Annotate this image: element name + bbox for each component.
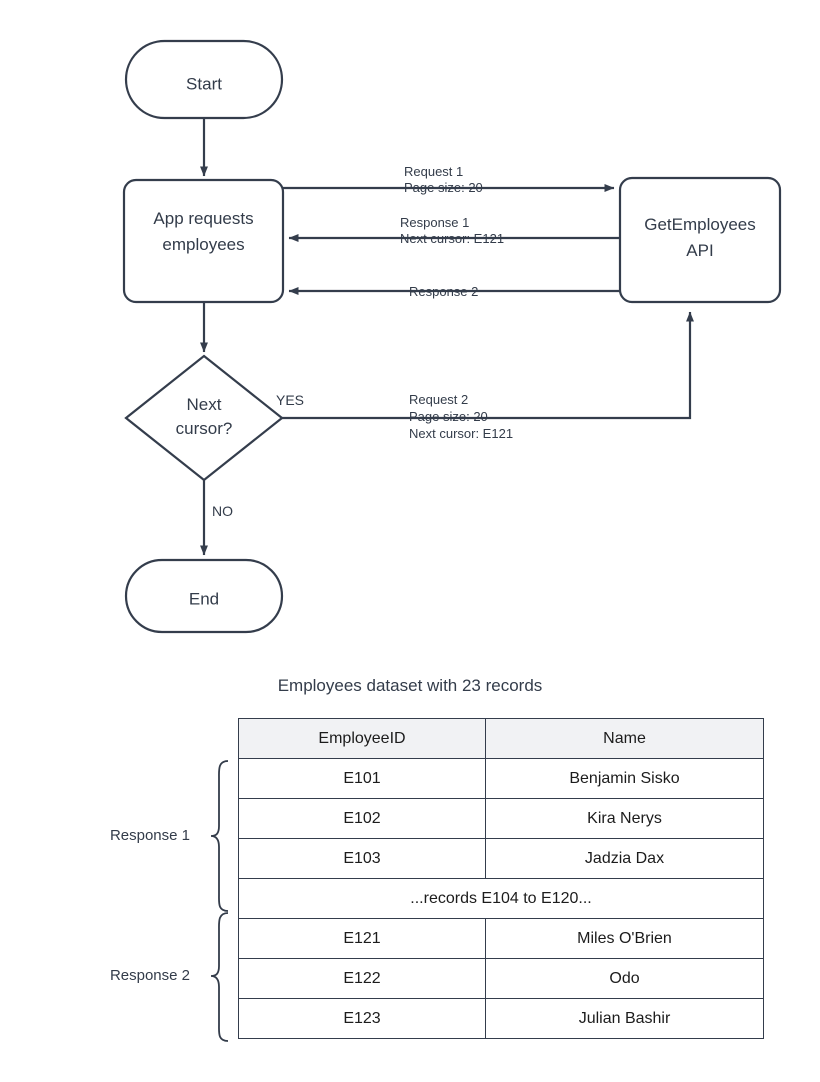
node-app-label-line1: App requests xyxy=(153,209,253,228)
column-header-name: Name xyxy=(485,718,764,759)
edge-request-2-label-line1: Request 2 xyxy=(409,392,468,407)
brace-response-1 xyxy=(210,760,229,912)
cell-name: Kira Nerys xyxy=(485,798,764,839)
node-app-label-line2: employees xyxy=(162,235,244,254)
table-row: E121 Miles O'Brien xyxy=(238,918,764,959)
edge-request-2-label-line2: Page size: 20 xyxy=(409,409,488,424)
table-row: E103 Jadzia Dax xyxy=(238,838,764,879)
cell-name: Jadzia Dax xyxy=(485,838,764,879)
table-row: E102 Kira Nerys xyxy=(238,798,764,839)
edge-response-2-label: Response 2 xyxy=(409,284,478,299)
node-getemployees-api[interactable]: GetEmployees API xyxy=(618,176,782,304)
node-api-label-line1: GetEmployees xyxy=(644,215,756,234)
employees-table: EmployeeID Name E101 Benjamin Sisko E102… xyxy=(238,718,764,1039)
edge-response-1-label-line1: Response 1 xyxy=(400,215,469,230)
cell-employeeid: E101 xyxy=(238,758,486,799)
column-header-employeeid: EmployeeID xyxy=(238,718,486,759)
cell-employeeid: E102 xyxy=(238,798,486,839)
node-end[interactable]: End xyxy=(124,558,284,634)
table-row-ellipsis: ...records E104 to E120... xyxy=(238,878,764,919)
brace-label-response-2: Response 2 xyxy=(109,967,190,984)
brace-response-2 xyxy=(210,912,229,1042)
edge-request-2 xyxy=(282,311,694,420)
node-start[interactable]: Start xyxy=(124,39,284,120)
cell-employeeid: E103 xyxy=(238,838,486,879)
cell-employeeid: E122 xyxy=(238,958,486,999)
edge-request-1-label-line1: Request 1 xyxy=(404,164,463,179)
node-next-cursor-decision[interactable]: Next cursor? xyxy=(124,354,284,482)
edge-request-2-label-line3: Next cursor: E121 xyxy=(409,426,513,441)
node-api-label-line2: API xyxy=(686,241,713,260)
cell-name: Benjamin Sisko xyxy=(485,758,764,799)
node-app-requests-employees[interactable]: App requests employees xyxy=(122,178,285,304)
edge-response-1-label-line2: Next cursor: E121 xyxy=(400,231,504,246)
cell-ellipsis: ...records E104 to E120... xyxy=(238,878,764,919)
table-row: E122 Odo xyxy=(238,958,764,999)
node-decision-label-line2: cursor? xyxy=(176,419,233,438)
edge-yes-label: YES xyxy=(276,392,304,408)
node-start-label: Start xyxy=(186,74,222,93)
brace-label-response-1: Response 1 xyxy=(109,827,190,844)
node-decision-label-line1: Next xyxy=(187,395,222,414)
node-end-label: End xyxy=(189,589,219,608)
edge-no-label: NO xyxy=(212,503,233,519)
edge-request-1-label-line2: Page size: 20 xyxy=(404,180,483,195)
table-row: E101 Benjamin Sisko xyxy=(238,758,764,799)
table-header-row: EmployeeID Name xyxy=(238,718,764,759)
cell-employeeid: E121 xyxy=(238,918,486,959)
flowchart-diagram: Start App requests employees GetEmployee… xyxy=(122,39,782,634)
table-row: E123 Julian Bashir xyxy=(238,998,764,1039)
cell-name: Julian Bashir xyxy=(485,998,764,1039)
dataset-section: Employees dataset with 23 records Respon… xyxy=(0,660,820,1080)
cell-name: Miles O'Brien xyxy=(485,918,764,959)
cell-employeeid: E123 xyxy=(238,998,486,1039)
dataset-title: Employees dataset with 23 records xyxy=(277,676,543,695)
cell-name: Odo xyxy=(485,958,764,999)
